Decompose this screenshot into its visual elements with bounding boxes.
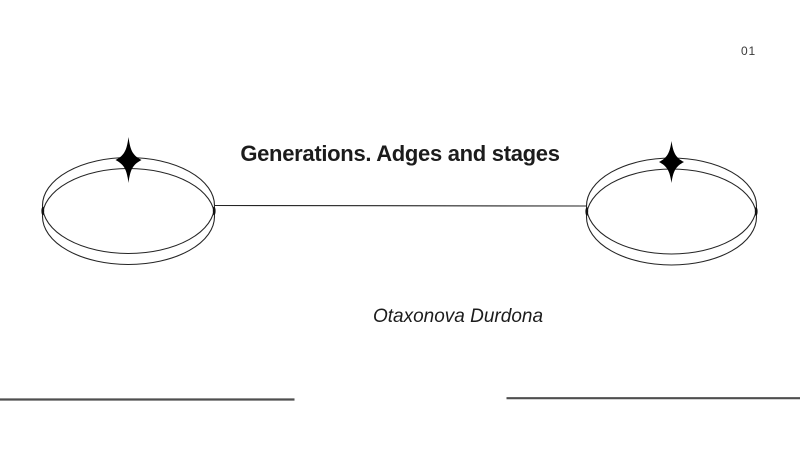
- page-number: 01: [741, 44, 756, 58]
- sparkle-icon: [115, 137, 142, 183]
- orbit-ring-right-lower: [585, 168, 758, 266]
- orbit-ring-right-tip-west: [585, 207, 589, 216]
- orbit-ring-left-tip-west: [41, 206, 45, 216]
- sparkle-icon: [659, 141, 684, 183]
- orbit-ring-left-tip-east: [212, 206, 216, 216]
- connector-line: [213, 204, 588, 207]
- slide-title: Generations. Adges and stages: [240, 141, 560, 166]
- orbit-ring-right-tip-east: [754, 207, 758, 216]
- slide-author: Otaxonova Durdona: [372, 306, 544, 327]
